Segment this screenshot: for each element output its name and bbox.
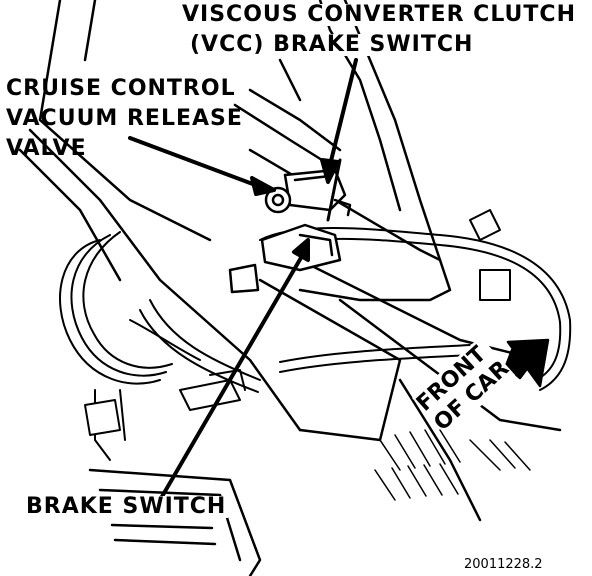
cruise-valve-label-line1: CRUISE CONTROL [6, 76, 236, 101]
cruise-valve-label-line2: VACUUM RELEASE [6, 106, 243, 131]
wiring-harness-right [259, 209, 572, 391]
vcc-switch-label-line1: VISCOUS CONVERTER CLUTCH [180, 2, 578, 27]
vcc-brake-switch [283, 168, 352, 217]
figure-code: 20011228.2 [462, 557, 545, 572]
vcc-switch-label-line2: (VCC) BRAKE SWITCH [188, 32, 476, 57]
cruise-valve-label: CRUISE CONTROL VACUUM RELEASE VALVE [4, 74, 245, 164]
front-arrow [504, 338, 550, 388]
leader-arrows [128, 58, 358, 502]
brake-pedal [88, 468, 262, 576]
cruise-valve-label-line3: VALVE [6, 136, 87, 161]
cruise-vacuum-valve [264, 186, 292, 214]
brake-switch-label: BRAKE SWITCH [24, 494, 229, 519]
pedal-bracket [248, 148, 562, 522]
wiring-harness-left [59, 231, 261, 461]
steering-column [18, 0, 442, 432]
harness-connectors [84, 369, 246, 436]
floor-texture [374, 429, 531, 501]
